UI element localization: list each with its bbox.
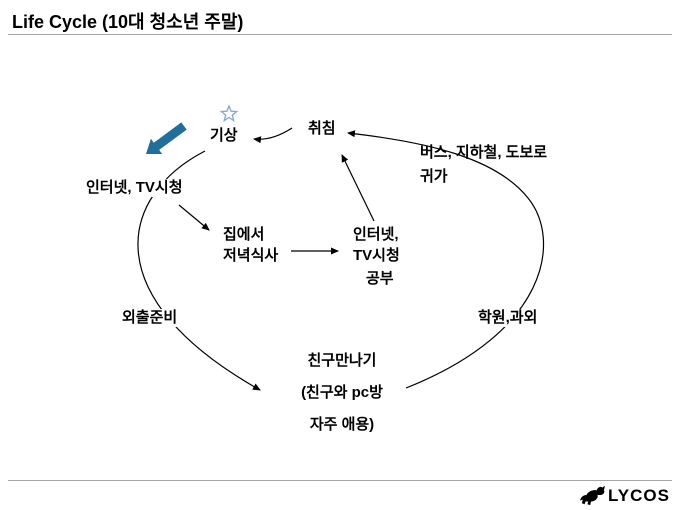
node-internet-tv-center-line2: TV시청 bbox=[353, 247, 400, 264]
node-commute-line1: 버스, 지하철, 도보로 bbox=[420, 144, 548, 161]
title-divider bbox=[8, 34, 672, 35]
cycle-arc-right bbox=[347, 130, 545, 389]
node-wake: 기상 bbox=[208, 127, 240, 145]
cycle-arc-top bbox=[253, 127, 293, 144]
arrow-internet-to-dinner bbox=[178, 204, 210, 231]
lycos-wordmark: LYCOS bbox=[607, 486, 670, 505]
node-dinner-line1: 집에서 bbox=[223, 226, 265, 243]
node-internet-tv-left: 인터넷, TV시청 bbox=[84, 179, 185, 197]
node-friends-line3: 자주 애용) bbox=[309, 416, 375, 433]
node-commute-line2: 귀가 bbox=[420, 168, 448, 185]
footer-divider bbox=[8, 480, 672, 481]
lycos-dog-icon bbox=[579, 485, 605, 506]
slide-title: Life Cycle (10대 청소년 주말) bbox=[12, 12, 244, 32]
node-dinner-line2: 저녁식사 bbox=[223, 247, 279, 264]
highlight-arrow-icon bbox=[146, 122, 187, 154]
node-commute: 버스, 지하철, 도보로 귀가 bbox=[418, 141, 549, 189]
node-friends-line2: (친구와 pc방 bbox=[301, 384, 383, 401]
node-academy: 학원,과외 bbox=[476, 309, 540, 327]
node-outing-prep: 외출준비 bbox=[120, 309, 180, 327]
node-internet-tv-center-line1: 인터넷, bbox=[353, 226, 399, 243]
node-dinner: 집에서 저녁식사 bbox=[221, 224, 281, 266]
node-friends-line1: 친구만나기 bbox=[307, 352, 377, 369]
node-study: 공부 bbox=[364, 270, 396, 288]
node-friends: 친구만나기 (친구와 pc방 자주 애용) bbox=[262, 345, 422, 441]
cycle-arc-left bbox=[137, 150, 261, 391]
node-sleep: 취침 bbox=[306, 120, 338, 138]
star-icon bbox=[219, 104, 239, 122]
node-internet-tv-center: 인터넷, TV시청 bbox=[351, 224, 402, 266]
arrow-internet-to-sleep bbox=[341, 154, 375, 222]
lycos-logo: LYCOS bbox=[578, 483, 670, 507]
